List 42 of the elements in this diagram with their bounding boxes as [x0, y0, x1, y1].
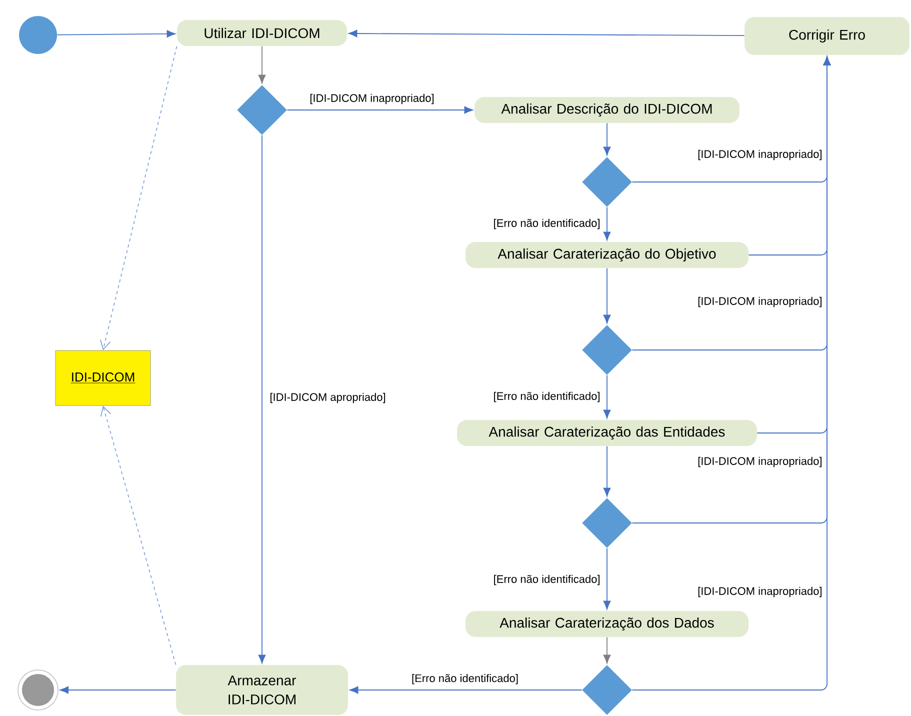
arrow [60, 686, 176, 694]
arrow [603, 548, 611, 610]
arrow [348, 30, 745, 38]
arrow [56, 30, 176, 38]
decision-diamond [582, 498, 632, 548]
activity-box: Analisar Caraterização dos Dados [466, 611, 748, 637]
edge-label: [IDI-DICOM apropriado] [268, 391, 388, 405]
activity-box: Analisar Caraterização do Objetivo [466, 242, 748, 268]
arrow [603, 374, 611, 419]
arrow [258, 134, 266, 664]
decision-diamond [237, 85, 287, 135]
arrow [603, 636, 611, 664]
edge-label: [Erro não identificado] [492, 390, 602, 404]
decision-diamond [582, 325, 632, 375]
end-node [18, 670, 58, 710]
edge-label: [IDI-DICOM inapropriado] [696, 295, 824, 309]
activity-box: Armazenar IDI-DICOM [176, 665, 348, 715]
arrow [603, 446, 611, 496]
activity-box: Corrigir Erro [744, 17, 910, 55]
activity-box: Analisar Caraterização das Entidades [457, 420, 757, 446]
edge-label: [IDI-DICOM inapropriado] [696, 455, 824, 469]
arrow [350, 686, 582, 694]
arrow [286, 106, 473, 114]
arrow [100, 406, 176, 666]
edge-label: [Erro não identificado] [492, 217, 602, 231]
edge-label: [IDI-DICOM inapropriado] [308, 92, 436, 106]
edge-label: [Erro não identificado] [410, 672, 520, 686]
activity-box: Utilizar IDI-DICOM [177, 20, 347, 46]
edge-label: [IDI-DICOM inapropriado] [696, 585, 824, 599]
arrow [100, 46, 178, 350]
start-node [19, 16, 57, 54]
object-box: IDI-DICOM [55, 350, 151, 406]
activity-box: Analisar Descrição do IDI-DICOM [474, 97, 740, 123]
arrow [603, 122, 611, 156]
decision-diamond [582, 157, 632, 207]
arrow [258, 46, 266, 84]
arrow [632, 56, 831, 690]
edge-label: [Erro não identificado] [492, 573, 602, 587]
arrow [603, 206, 611, 240]
decision-diamond [582, 665, 632, 715]
arrow [603, 268, 611, 324]
edge-label: [IDI-DICOM inapropriado] [696, 148, 824, 162]
